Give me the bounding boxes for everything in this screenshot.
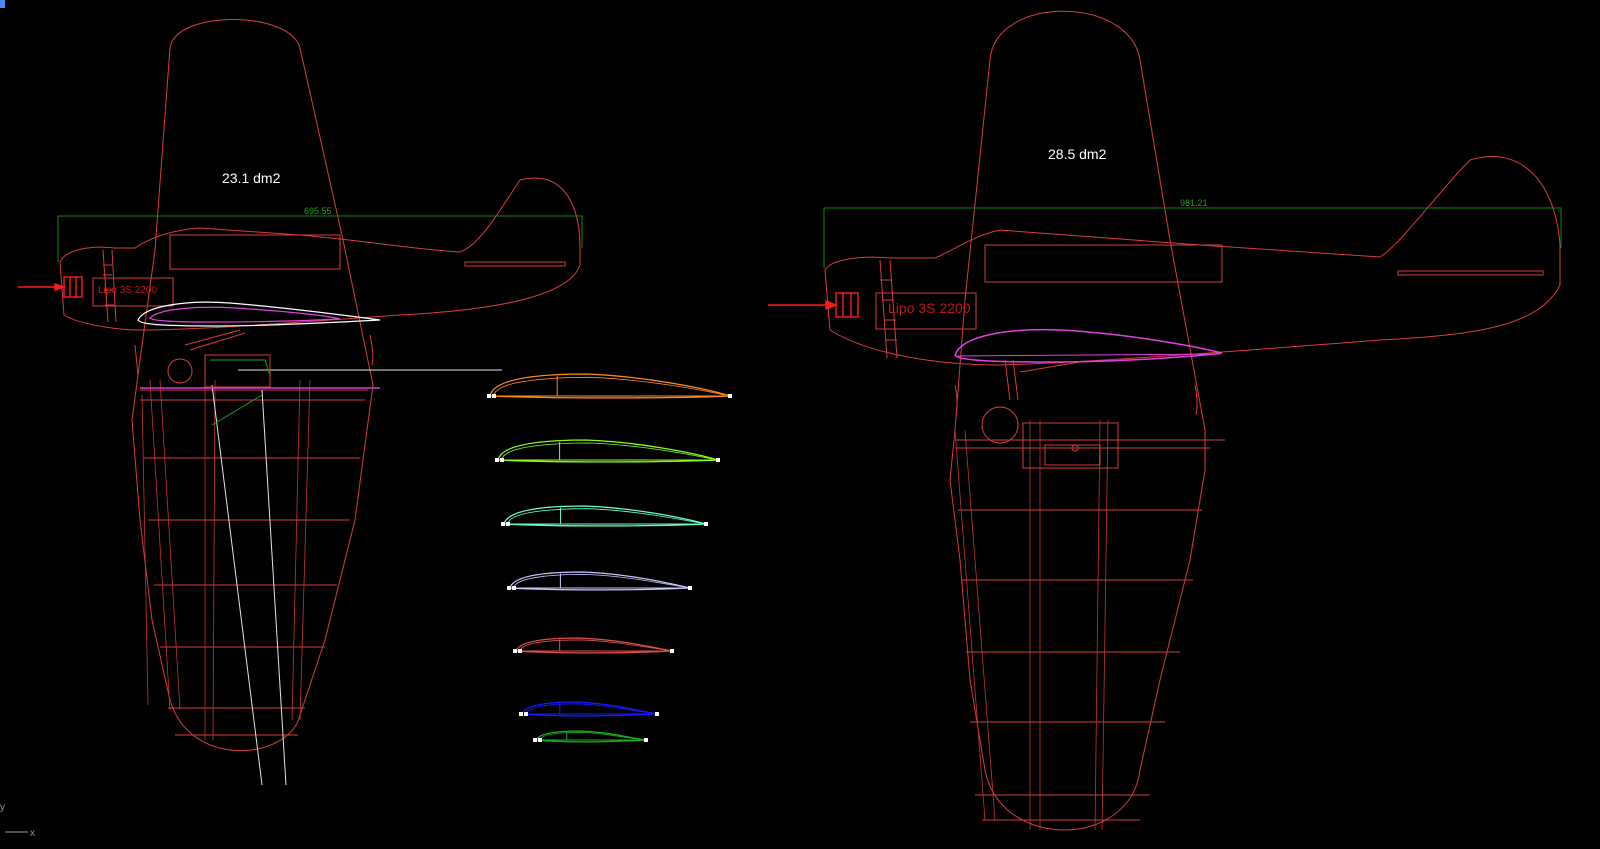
airfoil-outline bbox=[503, 505, 707, 527]
airfoil-grip-point[interactable] bbox=[688, 586, 692, 590]
airfoil-section-1[interactable] bbox=[487, 373, 732, 399]
airfoil-grip-point[interactable] bbox=[500, 458, 504, 462]
airfoil-section-5[interactable] bbox=[513, 637, 674, 654]
left-wing-spars bbox=[141, 379, 311, 741]
right-battery-label: Lipo 3S 2200 bbox=[888, 300, 971, 316]
airfoil-inner-skin bbox=[539, 731, 641, 740]
right-length-dim-label: 981.21 bbox=[1180, 198, 1208, 208]
airfoil-inner-skin bbox=[493, 376, 725, 396]
airfoil-grip-point[interactable] bbox=[501, 522, 505, 526]
airfoil-grip-point[interactable] bbox=[524, 712, 528, 716]
right-wing-area-label: 28.5 dm2 bbox=[1048, 146, 1107, 162]
right-root-airfoil-chord bbox=[957, 353, 1221, 357]
airfoil-section-6[interactable] bbox=[519, 701, 659, 717]
airfoil-inner-skin bbox=[507, 508, 701, 524]
airfoil-section-4[interactable] bbox=[507, 571, 692, 591]
airfoil-grip-point[interactable] bbox=[506, 522, 510, 526]
airfoil-outline bbox=[497, 439, 719, 463]
airfoil-grip-point[interactable] bbox=[487, 394, 491, 398]
right-fuselage bbox=[824, 156, 1561, 366]
airfoil-outline bbox=[521, 701, 658, 717]
airfoil-section-3[interactable] bbox=[501, 505, 708, 527]
right-elevator bbox=[1397, 270, 1544, 276]
airfoil-grip-point[interactable] bbox=[533, 738, 537, 742]
airfoil-section-7[interactable] bbox=[533, 730, 648, 743]
airfoil-grip-point[interactable] bbox=[512, 586, 516, 590]
airfoil-grip-point[interactable] bbox=[670, 649, 674, 653]
airfoil-grip-point[interactable] bbox=[538, 738, 542, 742]
left-root-airfoil-white bbox=[137, 301, 381, 327]
axis-x-label: x bbox=[30, 828, 35, 839]
airfoil-inner-skin bbox=[519, 639, 667, 651]
left-root-rib bbox=[210, 359, 271, 426]
right-battery-box bbox=[875, 292, 977, 330]
airfoil-inner-skin bbox=[501, 442, 713, 460]
airfoil-outline bbox=[489, 373, 731, 399]
right-wing-spars bbox=[954, 419, 1109, 831]
left-wing-ribs bbox=[140, 389, 368, 736]
right-root-airfoil bbox=[954, 328, 1223, 363]
left-wing-planform bbox=[131, 19, 374, 752]
left-aileron-pushrods bbox=[211, 369, 502, 786]
right-landing-gear bbox=[954, 359, 1198, 469]
left-canopy-hatch bbox=[169, 234, 341, 270]
right-motor bbox=[768, 292, 859, 318]
airfoil-grip-point[interactable] bbox=[728, 394, 732, 398]
airfoil-grip-point[interactable] bbox=[507, 586, 511, 590]
airfoil-inner-skin bbox=[513, 573, 685, 588]
left-wing-area-label: 23.1 dm2 bbox=[222, 170, 281, 186]
left-elevator bbox=[464, 261, 566, 267]
left-root-airfoil-magenta bbox=[149, 306, 341, 323]
airfoil-grip-point[interactable] bbox=[495, 458, 499, 462]
airfoil-grip-point[interactable] bbox=[513, 649, 517, 653]
left-cowling bbox=[102, 249, 117, 323]
airfoil-grip-point[interactable] bbox=[704, 522, 708, 526]
airfoil-grip-point[interactable] bbox=[492, 394, 496, 398]
right-wing-ribs bbox=[955, 439, 1225, 821]
ucs-axis-icon: y x bbox=[0, 802, 35, 839]
left-fuselage bbox=[59, 177, 581, 331]
left-battery-label: Lipo 3S 2200 bbox=[98, 285, 157, 296]
left-model[interactable]: Lipo 3S 2200 695.55 23.1 dm2 bbox=[18, 19, 583, 786]
axis-y-label: y bbox=[0, 802, 5, 813]
right-length-dimension: 981.21 bbox=[823, 198, 1562, 268]
right-wing-planform bbox=[949, 10, 1206, 831]
left-battery-box bbox=[92, 277, 174, 307]
right-cowling bbox=[879, 259, 898, 359]
left-motor bbox=[18, 276, 83, 298]
airfoil-inner-skin bbox=[525, 703, 652, 714]
airfoil-grip-point[interactable] bbox=[644, 738, 648, 742]
airfoil-grip-point[interactable] bbox=[655, 712, 659, 716]
right-model[interactable]: Lipo 3S 2200 981.21 28.5 dm2 bbox=[768, 10, 1562, 831]
airfoil-sections[interactable] bbox=[487, 373, 732, 743]
left-length-dimension: 695.55 bbox=[57, 206, 583, 262]
left-length-dim-label: 695.55 bbox=[304, 206, 332, 216]
airfoil-grip-point[interactable] bbox=[716, 458, 720, 462]
airfoil-grip-point[interactable] bbox=[518, 649, 522, 653]
right-canopy-hatch bbox=[984, 244, 1223, 283]
airfoil-outline bbox=[534, 730, 647, 743]
corner-marker bbox=[0, 0, 5, 8]
airfoil-section-2[interactable] bbox=[495, 439, 720, 463]
airfoil-outline bbox=[515, 637, 673, 654]
left-landing-gear bbox=[134, 329, 374, 388]
airfoil-outline bbox=[509, 571, 691, 591]
airfoil-grip-point[interactable] bbox=[519, 712, 523, 716]
